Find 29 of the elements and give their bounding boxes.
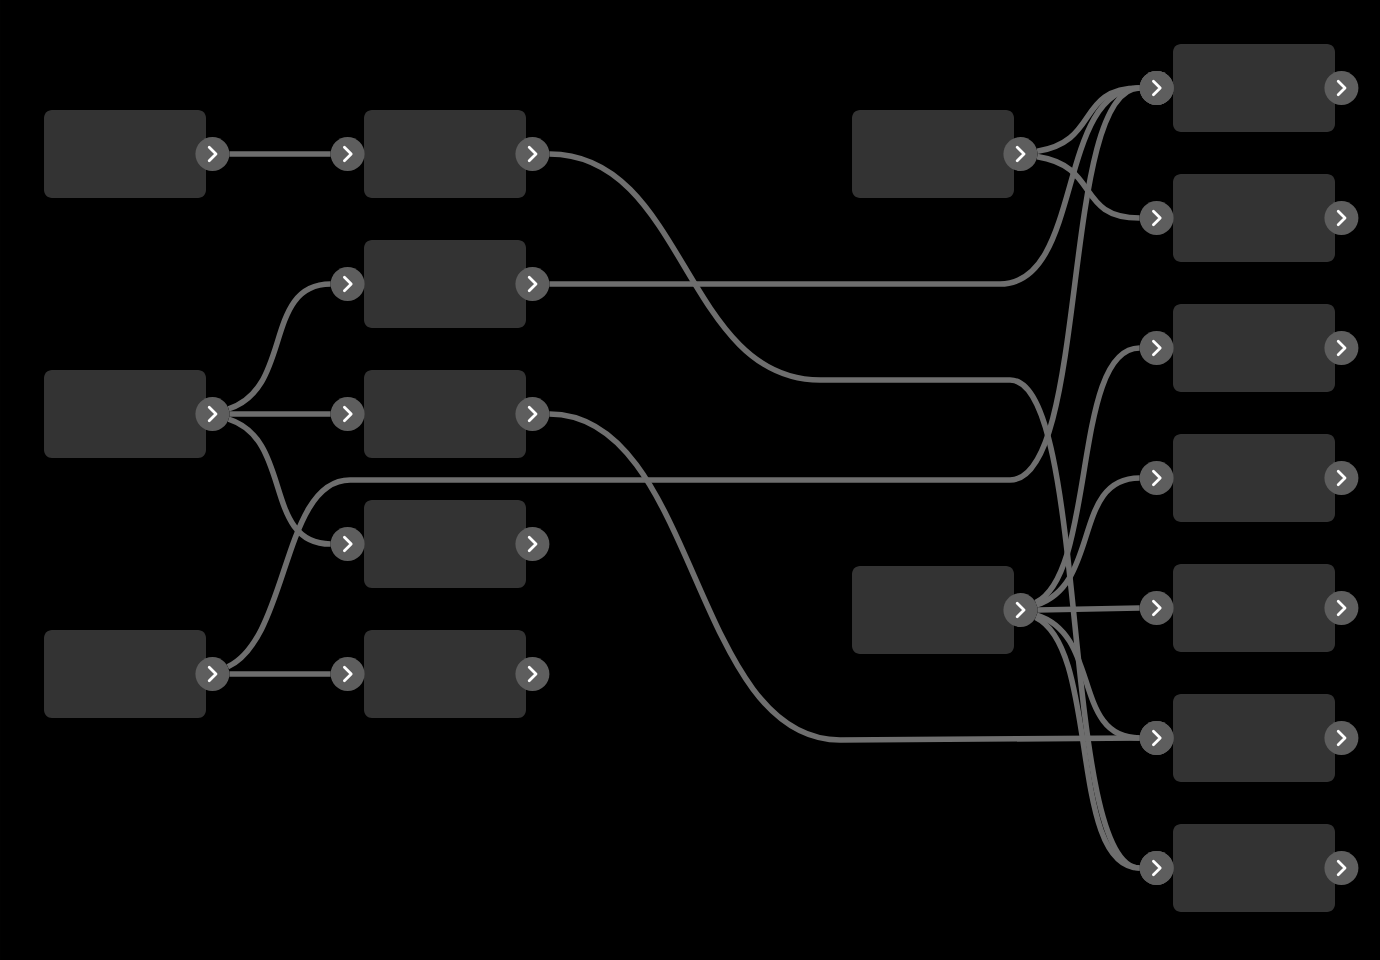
process-box	[852, 566, 1014, 654]
connector	[229, 137, 365, 171]
connector	[1033, 615, 1174, 885]
process-box	[364, 370, 526, 458]
process-box	[364, 240, 526, 328]
connector	[227, 416, 365, 561]
process-box	[44, 630, 206, 718]
process-box	[1173, 44, 1335, 132]
process-box	[364, 110, 526, 198]
process-box	[1173, 434, 1335, 522]
connector	[1037, 591, 1174, 625]
process-box	[1173, 564, 1335, 652]
process-box	[44, 370, 206, 458]
connector	[227, 267, 365, 412]
process-box	[364, 500, 526, 588]
connector	[229, 397, 365, 431]
connector	[229, 657, 365, 691]
process-box	[364, 630, 526, 718]
connector	[1033, 331, 1174, 605]
connector	[1036, 71, 1174, 155]
process-box	[44, 110, 206, 198]
process-box	[852, 110, 1014, 198]
process-box	[1173, 694, 1335, 782]
process-box	[1173, 174, 1335, 262]
connector	[1035, 612, 1174, 755]
connector	[1036, 153, 1174, 235]
process-box	[1173, 824, 1335, 912]
connector	[1035, 461, 1174, 608]
process-box	[1173, 304, 1335, 392]
